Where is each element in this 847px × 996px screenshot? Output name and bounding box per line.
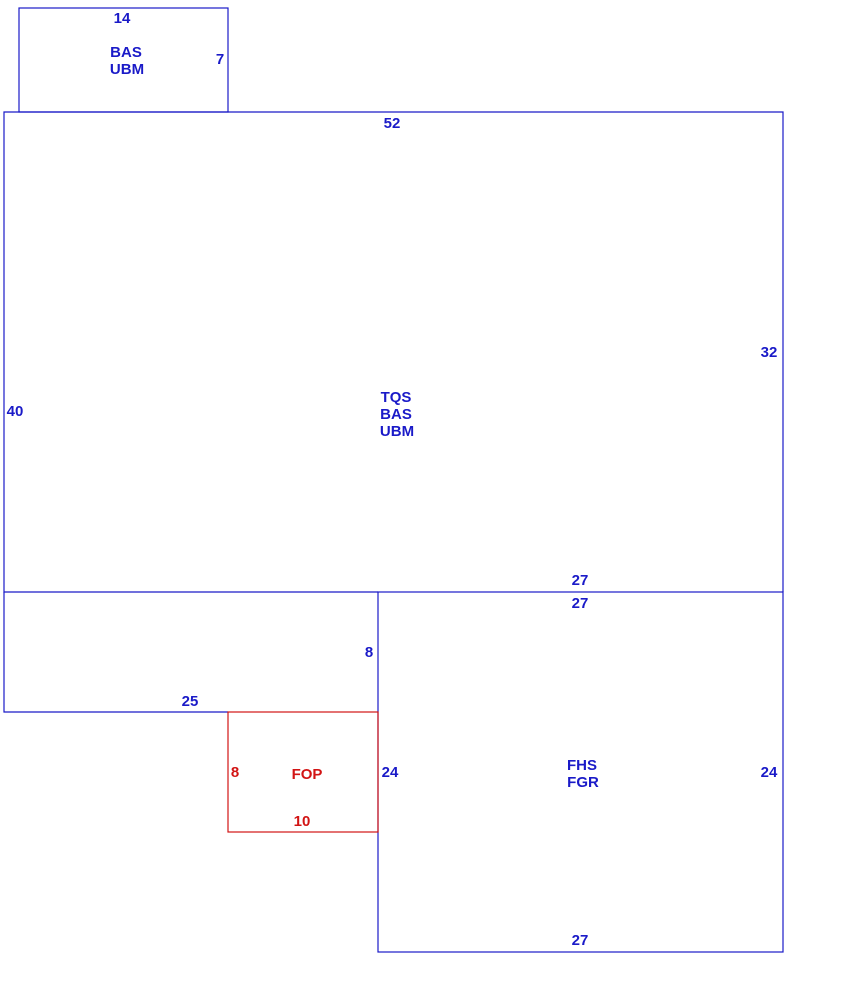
porch-outline — [227, 711, 379, 833]
top-box-dim-top: 14 — [114, 10, 131, 27]
top-box-dim-right: 7 — [216, 51, 224, 68]
garage-dim-top: 27 — [572, 595, 589, 612]
main-block-dim-bottom: 25 — [182, 693, 199, 710]
main-block-code-2: BAS — [380, 406, 412, 423]
garage-code-2: FGR — [567, 774, 599, 791]
porch-dim-left: 8 — [231, 764, 239, 781]
main-block-dim-right: 32 — [761, 344, 778, 361]
porch-code-1: FOP — [292, 766, 323, 783]
main-block-code-3: UBM — [380, 423, 414, 440]
top-box-code-2: UBM — [110, 61, 144, 78]
main-block-dim-top: 52 — [384, 115, 401, 132]
porch-dim-bottom: 10 — [294, 813, 311, 830]
garage-dim-left: 24 — [382, 764, 399, 781]
main-block-dim-inner-left: 8 — [365, 644, 373, 661]
main-block-lower-outline — [3, 592, 228, 713]
main-block-dim-inner-right: 27 — [572, 572, 589, 589]
garage-code-1: FHS — [567, 757, 597, 774]
main-block-code-1: TQS — [381, 389, 412, 406]
garage-dim-bottom: 27 — [572, 932, 589, 949]
top-box-code-1: BAS — [110, 44, 142, 61]
main-block-outline — [3, 111, 784, 593]
garage-dim-right: 24 — [761, 764, 778, 781]
main-block-dim-left: 40 — [7, 403, 24, 420]
